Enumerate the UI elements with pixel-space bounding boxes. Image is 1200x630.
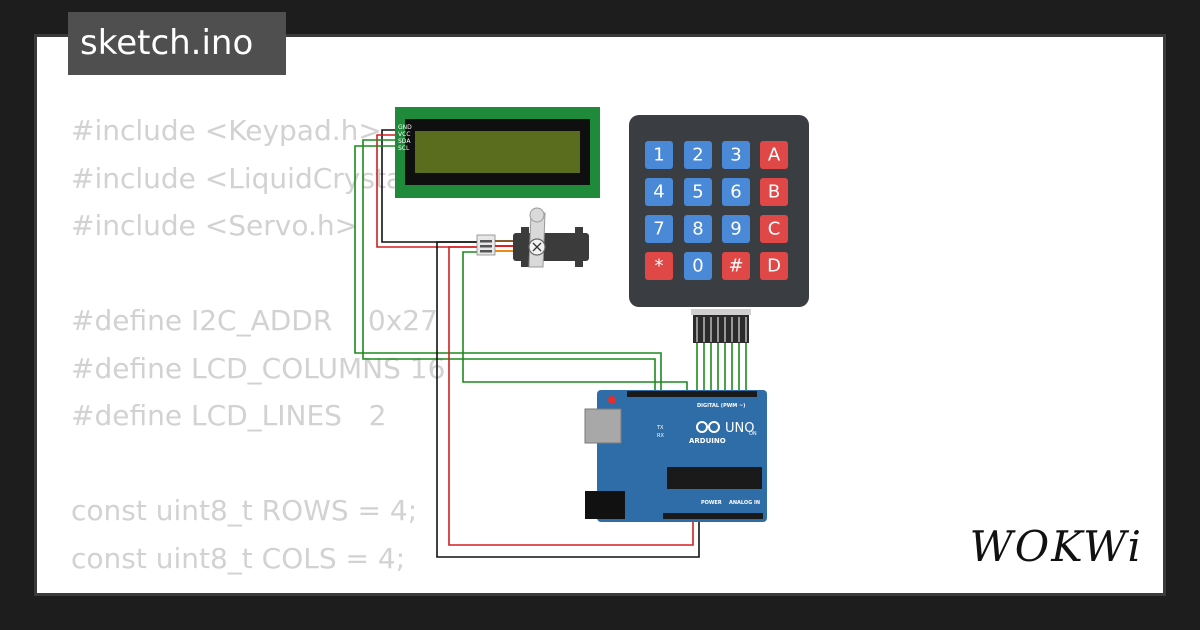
lcd-screen — [415, 131, 580, 173]
key-2[interactable]: 2 — [684, 141, 712, 169]
wire-servo-vcc — [448, 246, 694, 546]
svg-text:5: 5 — [692, 182, 703, 203]
key-a[interactable]: A — [760, 141, 788, 169]
arduino-label: ARDUINO — [689, 437, 726, 445]
code-line: const uint8_t ROWS = 4; — [71, 494, 418, 527]
wire-lcd-scl — [354, 145, 662, 392]
preview-card: #include <Keypad.h>#include <LiquidCryst… — [34, 34, 1166, 596]
key-5[interactable]: 5 — [684, 178, 712, 206]
key-1[interactable]: 1 — [645, 141, 673, 169]
digital-label: DIGITAL (PWM ~) — [697, 403, 745, 409]
svg-text:SDA: SDA — [398, 138, 411, 145]
svg-text:SCL: SCL — [398, 145, 410, 152]
atmega-chip — [667, 467, 762, 489]
wokwi-logo: WOKWi — [969, 522, 1143, 571]
svg-text:B: B — [768, 182, 780, 203]
keypad-4x4[interactable]: 1 2 3 A 4 5 6 B 7 8 9 C * 0 # D — [629, 115, 809, 343]
wire-lcd-vcc — [376, 134, 480, 248]
svg-text:C: C — [768, 219, 781, 240]
key-d[interactable]: D — [760, 252, 788, 280]
code-line: #include <Keypad.h> — [71, 114, 382, 147]
key-hash[interactable]: # — [722, 252, 750, 280]
svg-text:2: 2 — [692, 145, 703, 166]
key-6[interactable]: 6 — [722, 178, 750, 206]
svg-text:VCC: VCC — [398, 131, 410, 138]
svg-text:8: 8 — [692, 219, 703, 240]
key-star[interactable]: * — [645, 252, 673, 280]
svg-text:#: # — [728, 256, 743, 277]
key-9[interactable]: 9 — [722, 215, 750, 243]
key-0[interactable]: 0 — [684, 252, 712, 280]
analog-label: ANALOG IN — [729, 500, 760, 506]
keypad-header — [693, 315, 749, 343]
lcd-pin-labels: GND VCC SDA SCL — [398, 124, 412, 152]
keypad-ribbon — [691, 309, 751, 315]
code-line: const uint8_t COLS = 4; — [71, 541, 406, 575]
on-label: ON — [749, 431, 757, 437]
wire-lcd-gnd — [381, 129, 480, 243]
servo-motor[interactable] — [476, 207, 589, 268]
code-line: char keys[ROWS][COLS] = { — [71, 582, 521, 593]
svg-text:1: 1 — [653, 145, 664, 166]
wire-lcd-sda — [362, 139, 656, 392]
arduino-logo — [696, 421, 720, 433]
key-c[interactable]: C — [760, 215, 788, 243]
svg-text:4: 4 — [653, 182, 664, 203]
key-7[interactable]: 7 — [645, 215, 673, 243]
power-label: POWER — [701, 500, 722, 506]
svg-text:*: * — [655, 256, 664, 277]
svg-text:A: A — [768, 145, 781, 166]
svg-text:6: 6 — [730, 182, 741, 203]
wire-servo-signal — [462, 251, 688, 392]
tx-label: TX — [656, 425, 664, 431]
code-line: #include <Servo.h> — [71, 209, 359, 242]
lcd-display[interactable]: GND VCC SDA SCL — [395, 107, 600, 198]
svg-text:3: 3 — [730, 145, 741, 166]
svg-text:D: D — [767, 256, 781, 277]
svg-text:9: 9 — [730, 219, 741, 240]
file-tab[interactable]: sketch.ino — [68, 12, 286, 75]
svg-text:GND: GND — [398, 124, 412, 131]
reset-button[interactable] — [608, 396, 616, 404]
key-3[interactable]: 3 — [722, 141, 750, 169]
wire-keypad-bus — [696, 342, 747, 392]
power-jack — [585, 491, 625, 519]
digital-header — [627, 391, 757, 397]
wires — [354, 129, 747, 558]
key-8[interactable]: 8 — [684, 215, 712, 243]
rx-label: RX — [657, 433, 664, 439]
wire-servo-gnd — [436, 241, 700, 558]
key-b[interactable]: B — [760, 178, 788, 206]
keypad-keys: 1 2 3 A 4 5 6 B 7 8 9 C * 0 # D — [645, 141, 788, 280]
code-line: #define LCD_COLUMNS 16 — [71, 351, 446, 385]
arduino-uno[interactable]: UNO ARDUINO DIGITAL (PWM ~) TX RX ON POW… — [584, 390, 767, 522]
power-analog-header — [663, 513, 763, 519]
code-line: #define I2C_ADDR 0x27 — [71, 304, 438, 337]
usb-port — [584, 408, 622, 444]
circuit-diagram: GND VCC SDA SCL — [354, 107, 809, 558]
arduino-model: UNO — [725, 421, 754, 436]
svg-text:7: 7 — [653, 219, 664, 240]
code-line: #define LCD_LINES 2 — [71, 399, 387, 432]
key-4[interactable]: 4 — [645, 178, 673, 206]
svg-text:0: 0 — [692, 256, 703, 277]
